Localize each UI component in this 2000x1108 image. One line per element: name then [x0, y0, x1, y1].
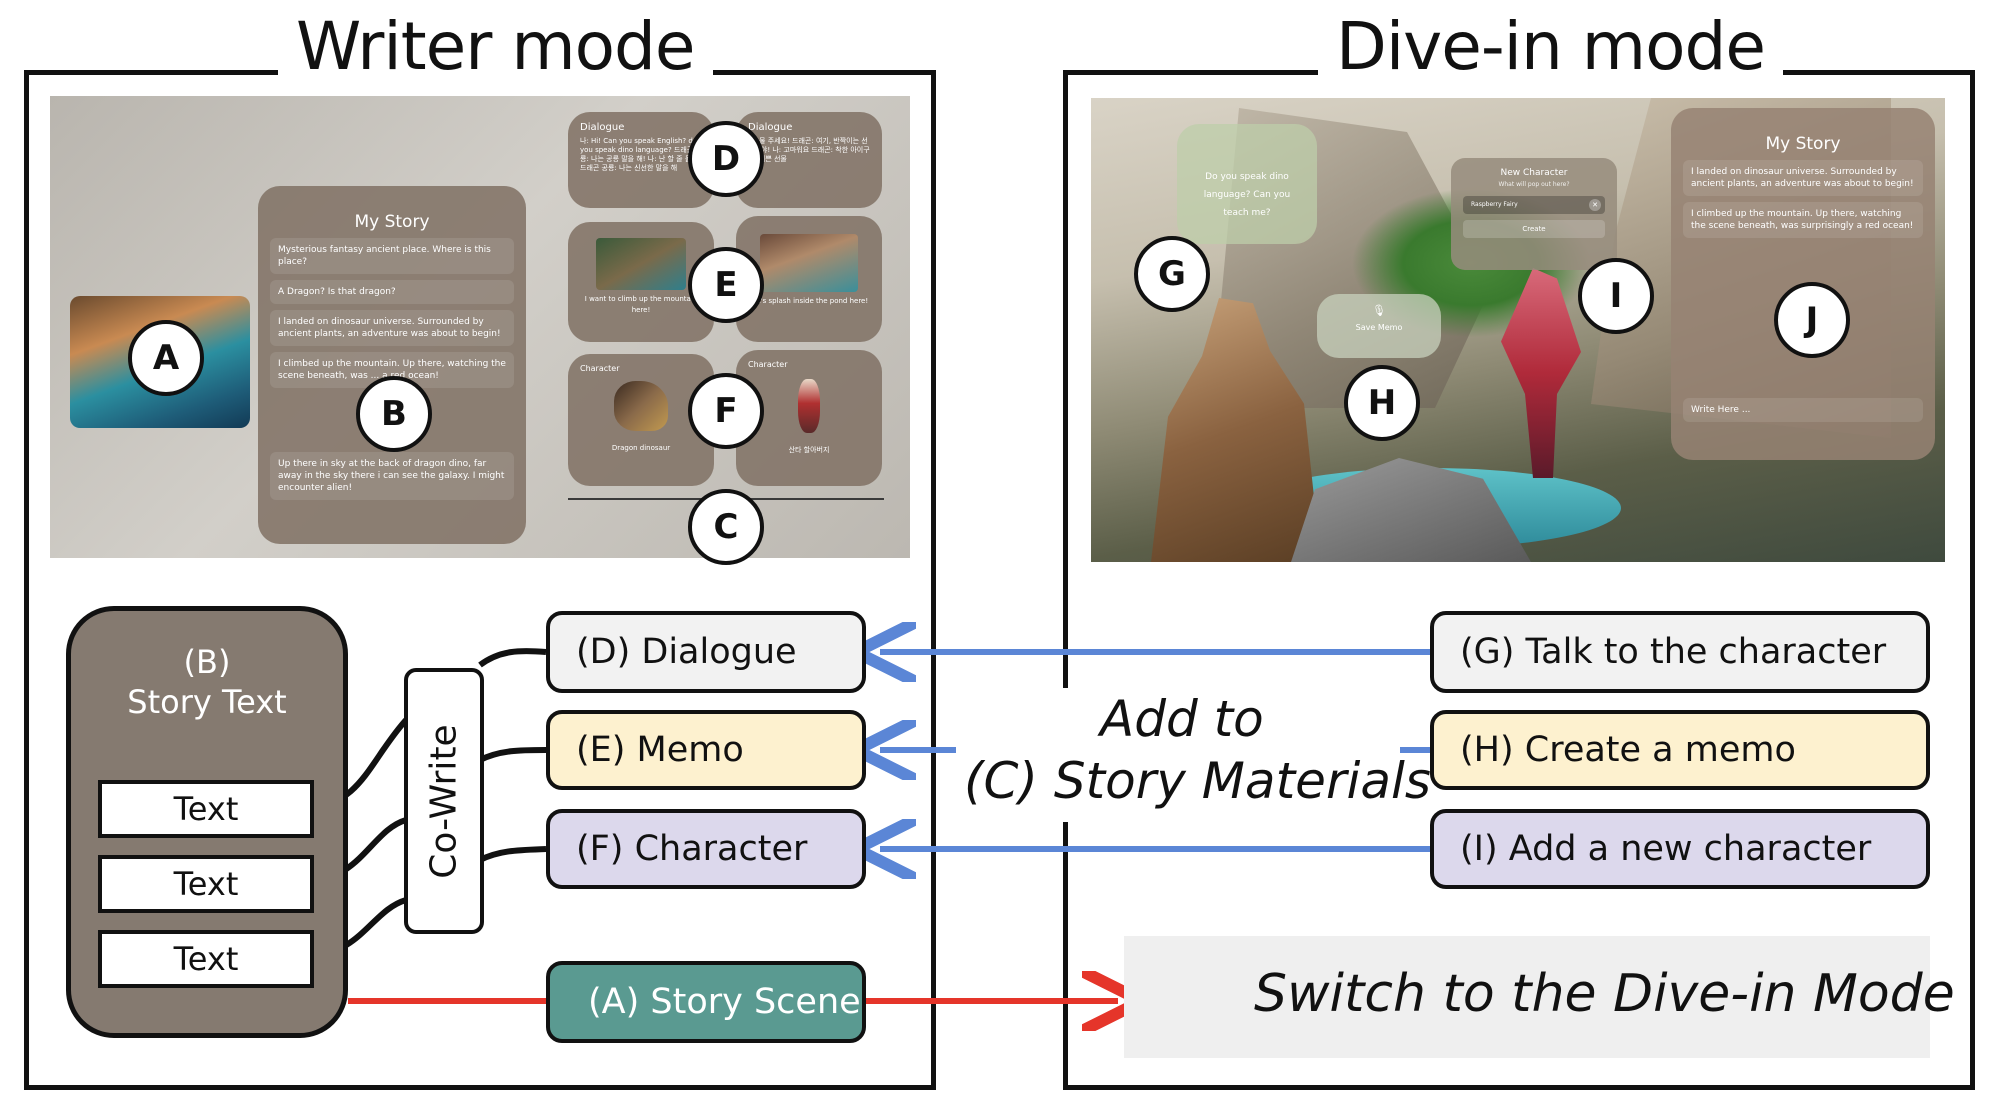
character-card-header: Character	[580, 364, 620, 373]
save-memo-button[interactable]: 🎙 Save Memo	[1317, 294, 1441, 358]
memo-card-text: Let's splash inside the pond here!	[749, 297, 869, 305]
character-card-name: Dragon dinosaur	[611, 444, 671, 452]
character-box: (F) Character	[546, 809, 866, 889]
cowrite-label: Co-Write	[423, 723, 465, 879]
new-character-input-value: Raspberry Fairy	[1471, 201, 1518, 208]
story-item[interactable]: I climbed up the mountain. Up there, wat…	[1683, 202, 1923, 238]
talk-bubble-text: Do you speak dino language? Can you teac…	[1203, 172, 1291, 218]
dialogue-box: (D) Dialogue	[546, 611, 866, 693]
label-h: H	[1344, 365, 1420, 441]
dialogue-card-header: Dialogue	[748, 122, 793, 133]
memo-card-text: I want to climb up the mountain here!	[584, 295, 698, 314]
talk-box: (G) Talk to the character	[1430, 611, 1930, 693]
dive-in-mode-screenshot: Do you speak dino language? Can you teac…	[1091, 98, 1945, 562]
label-c: C	[688, 489, 764, 565]
story-scene-box: (A) Story Scene	[546, 961, 866, 1043]
story-item[interactable]: I landed on dinosaur universe. Surrounde…	[270, 310, 514, 346]
new-character-title: New Character	[1500, 168, 1568, 178]
story-input[interactable]: Up there in sky at the back of dragon di…	[270, 452, 514, 500]
story-text-label: (B)	[183, 643, 231, 681]
label-a: A	[128, 320, 204, 396]
switch-mode-label: Switch to the Dive-in Mode	[1254, 964, 1955, 1024]
story-panel-title: My Story	[354, 212, 430, 232]
writer-mode-screenshot: My Story Mysterious fantasy ancient plac…	[50, 96, 910, 558]
label-j: J	[1774, 282, 1850, 358]
dialogue-card[interactable]: Dialogue 나: 물 주세요! 드래곤: 여기, 반짝이는 선물이야! 나…	[736, 112, 882, 208]
writer-mode-title: Writer mode	[278, 8, 713, 86]
story-materials-label: (C) Story Materials	[964, 752, 1431, 810]
character-card-name: 산타 할아버지	[788, 446, 830, 454]
story-item[interactable]: A Dragon? Is that dragon?	[270, 280, 514, 304]
new-character-dialog: New Character What will pop out here? Ra…	[1451, 158, 1617, 270]
memo-box: (E) Memo	[546, 710, 866, 790]
new-character-input[interactable]: Raspberry Fairy ✕	[1463, 196, 1605, 214]
save-memo-label: Save Memo	[1355, 323, 1403, 332]
cowrite-to-character-line	[478, 846, 547, 863]
label-e: E	[688, 247, 764, 323]
clear-icon[interactable]: ✕	[1589, 199, 1601, 211]
label-f: F	[688, 373, 764, 449]
dive-in-story-panel: My Story I landed on dinosaur universe. …	[1671, 108, 1935, 460]
add-to-label-bg	[956, 688, 1400, 822]
memo-image	[760, 234, 858, 292]
microphone-icon: 🎙	[1372, 304, 1386, 317]
cowrite-box: Co-Write	[404, 668, 484, 934]
text-item: Text	[98, 930, 314, 988]
story-panel-title: My Story	[1765, 134, 1841, 154]
story-text-title: Story Text	[127, 683, 287, 721]
dragon-figure	[614, 381, 668, 431]
cowrite-to-dialogue-line	[478, 648, 547, 668]
story-input[interactable]: Write Here ...	[1683, 398, 1923, 422]
character-card-header: Character	[748, 360, 788, 369]
label-g: G	[1134, 236, 1210, 312]
dialogue-card-text: 나: Hi! Can you speak English? do you spe…	[580, 137, 702, 172]
add-to-label: Add to	[1100, 690, 1264, 748]
dialogue-card-text: 나: 물 주세요! 드래곤: 여기, 반짝이는 선물이야! 나: 고마워요 드래…	[748, 137, 870, 163]
label-d: D	[688, 121, 764, 197]
story-item[interactable]: Mysterious fantasy ancient place. Where …	[270, 238, 514, 274]
dive-in-mode-title: Dive-in mode	[1318, 8, 1783, 86]
santa-figure	[798, 379, 820, 433]
story-item[interactable]: I landed on dinosaur universe. Surrounde…	[1683, 160, 1923, 196]
label-i: I	[1578, 258, 1654, 334]
memo-image	[596, 238, 686, 290]
switch-mode-box	[1124, 936, 1930, 1058]
dialogue-card-header: Dialogue	[580, 122, 625, 133]
cowrite-to-memo-line	[478, 747, 547, 763]
new-character-prompt: What will pop out here?	[1498, 181, 1570, 188]
create-memo-box: (H) Create a memo	[1430, 710, 1930, 790]
add-character-box: (I) Add a new character	[1430, 809, 1930, 889]
text-item: Text	[98, 780, 314, 838]
character-card[interactable]: Character Dragon dinosaur	[568, 354, 714, 486]
talk-bubble[interactable]: Do you speak dino language? Can you teac…	[1177, 124, 1317, 244]
create-button[interactable]: Create	[1463, 220, 1605, 238]
label-b: B	[356, 376, 432, 452]
text-item: Text	[98, 855, 314, 913]
